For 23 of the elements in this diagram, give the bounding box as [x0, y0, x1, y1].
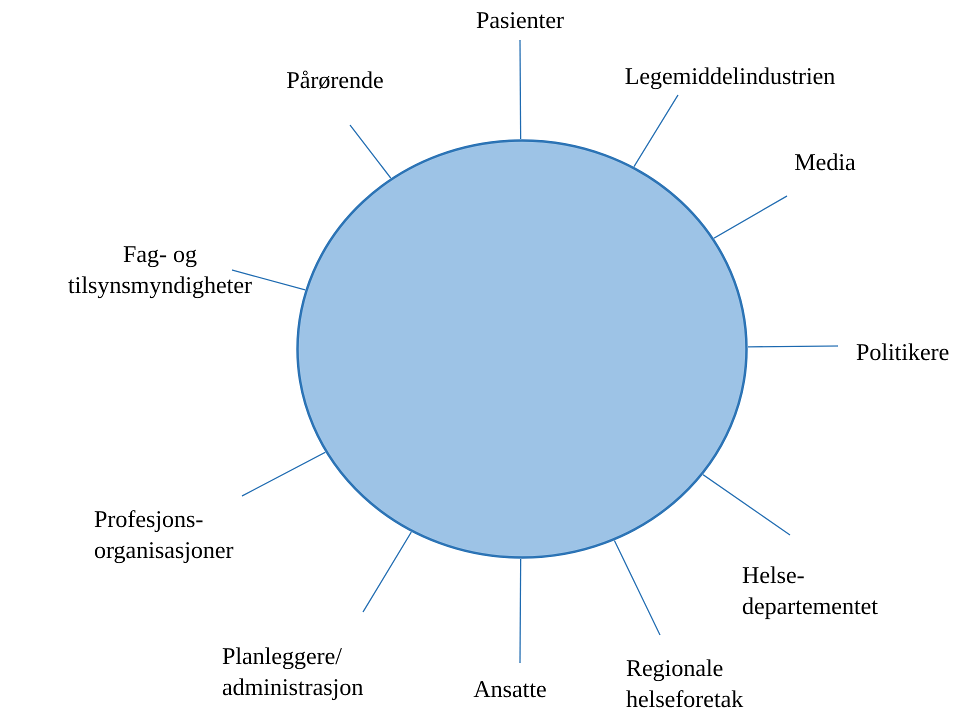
leader-line	[519, 40, 522, 139]
stakeholder-label: Fag- og tilsynsmyndigheter	[40, 240, 280, 302]
stakeholder-label: Pårørende	[265, 66, 405, 97]
leader-line	[349, 124, 392, 178]
stakeholder-label: Ansatte	[460, 675, 560, 706]
stakeholder-label: Legemiddelindustrien	[590, 62, 870, 93]
stakeholder-label: Regionale helseforetak	[626, 654, 776, 716]
stakeholder-label: Media	[780, 148, 870, 179]
stakeholder-label: Helse- departementet	[742, 561, 917, 623]
stakeholder-label: Planleggere/ administrasjon	[222, 642, 402, 704]
stakeholder-circle	[296, 139, 748, 559]
leader-line	[633, 94, 679, 167]
stakeholder-label: Pasienter	[455, 6, 585, 37]
leader-line	[362, 532, 412, 612]
leader-line	[232, 269, 306, 291]
stakeholder-label: Politikere	[856, 338, 973, 369]
leader-line	[702, 474, 790, 536]
leader-line	[519, 559, 522, 663]
stakeholder-label: Profesjons- organisasjoner	[94, 505, 279, 567]
leader-line	[748, 345, 838, 348]
leader-line	[242, 452, 326, 497]
leader-line	[714, 195, 788, 239]
leader-line	[614, 540, 661, 636]
